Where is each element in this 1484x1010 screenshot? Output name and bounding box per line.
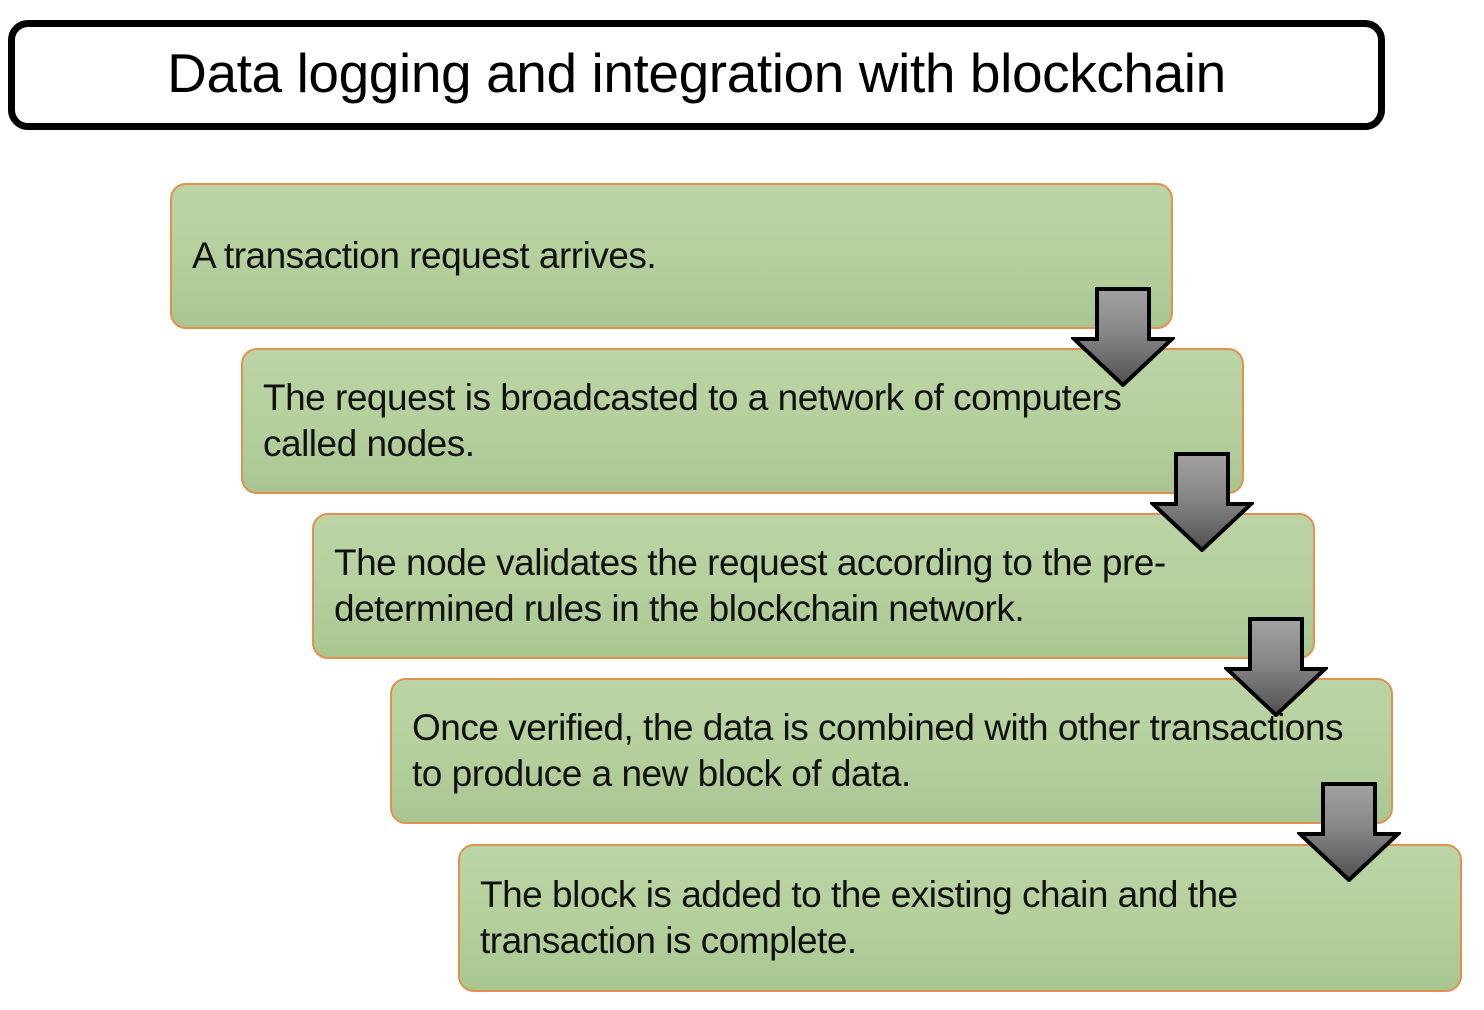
process-step-box-4[interactable]: Once verified, the data is combined with…: [390, 678, 1393, 824]
down-arrow-icon: [1150, 452, 1254, 552]
process-step-label-3: The node validates the request according…: [334, 541, 1166, 629]
process-step-box-5[interactable]: The block is added to the existing chain…: [458, 844, 1462, 992]
down-arrow-icon: [1297, 782, 1401, 882]
down-arrow-icon: [1071, 287, 1175, 387]
page-title: Data logging and integration with blockc…: [167, 41, 1226, 104]
process-step-label-4: Once verified, the data is combined with…: [412, 706, 1343, 794]
process-step-box-2[interactable]: The request is broadcasted to a network …: [241, 348, 1244, 494]
down-arrow-icon: [1224, 617, 1328, 717]
process-step-label-5: The block is added to the existing chain…: [480, 873, 1238, 961]
process-step-box-3[interactable]: The node validates the request according…: [312, 513, 1315, 659]
diagram-title-box: Data logging and integration with blockc…: [8, 20, 1385, 130]
process-step-label-2: The request is broadcasted to a network …: [263, 376, 1122, 464]
process-step-label-1: A transaction request arrives.: [192, 234, 657, 276]
process-step-box-1[interactable]: A transaction request arrives.: [170, 183, 1173, 329]
